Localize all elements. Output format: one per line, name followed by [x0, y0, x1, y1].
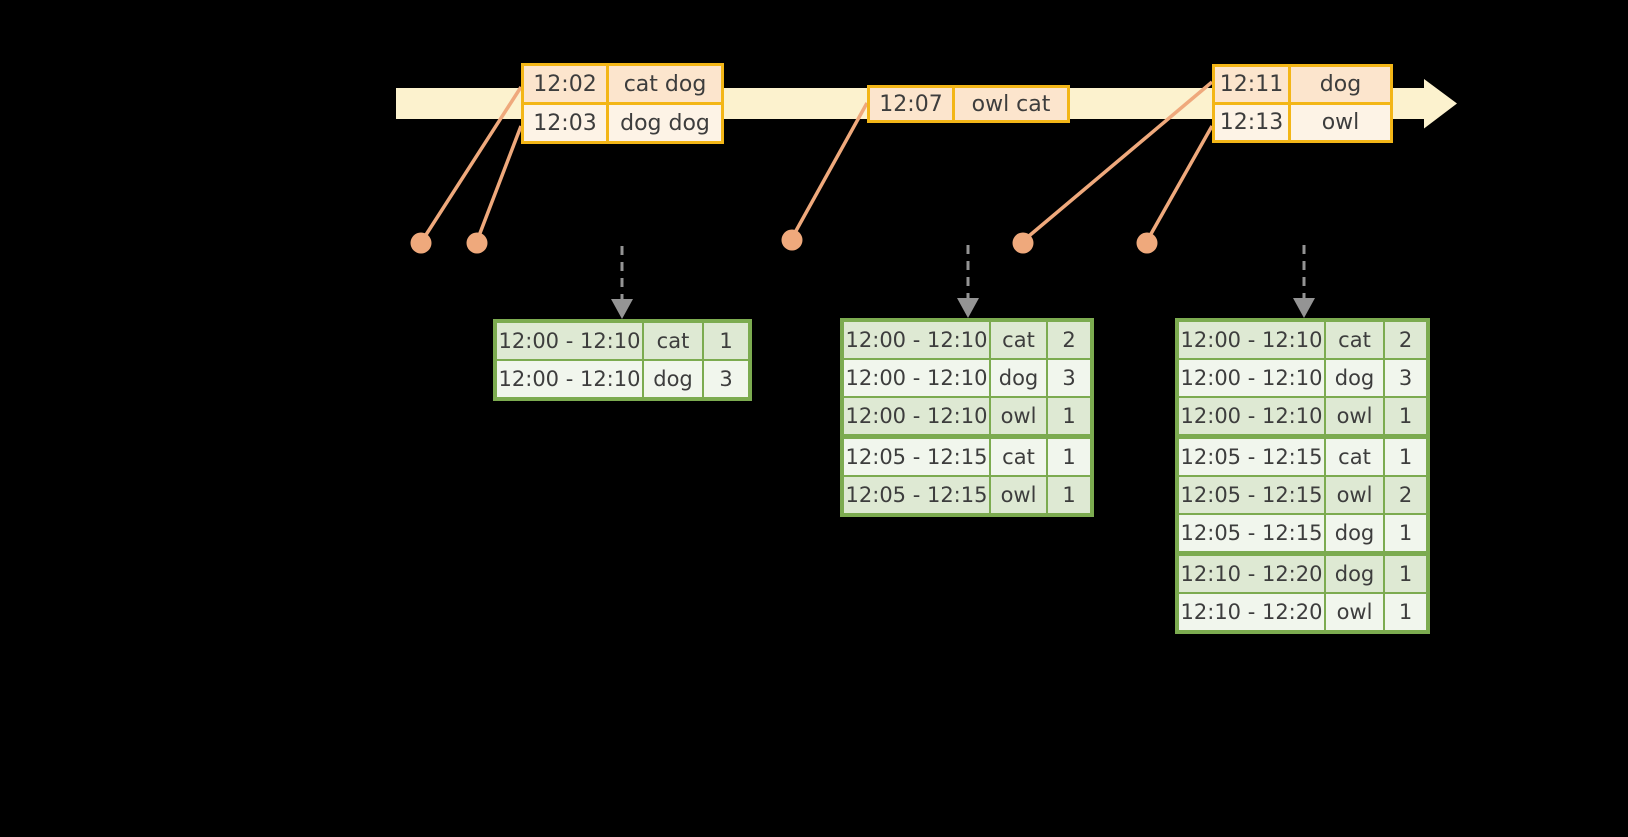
event-words-cell: owl [1291, 105, 1390, 140]
event-words-cell: cat dog [609, 66, 721, 102]
event-words-cell: owl cat [955, 88, 1067, 120]
count-cell: 2 [1385, 477, 1426, 513]
event-dot [466, 232, 488, 254]
count-cell: 3 [1385, 360, 1426, 396]
count-cell: 3 [1048, 360, 1090, 396]
count-cell: 2 [1385, 322, 1426, 358]
window-cell: 12:05 - 12:15 [844, 477, 989, 513]
window-cell: 12:00 - 12:10 [1179, 322, 1324, 358]
count-cell: 1 [1385, 594, 1426, 630]
event-time-cell: 12:07 [870, 88, 952, 120]
event-time-cell: 12:03 [524, 105, 606, 141]
window-cell: 12:00 - 12:10 [844, 398, 989, 434]
window-cell: 12:10 - 12:20 [1179, 594, 1324, 630]
window-cell: 12:00 - 12:10 [497, 323, 642, 359]
word-cell: cat [1326, 439, 1383, 475]
trigger-arrow [957, 245, 979, 318]
trigger-arrow [611, 246, 633, 319]
event-words-cell: dog [1291, 67, 1390, 102]
word-cell: cat [991, 322, 1046, 358]
event-dot [410, 232, 432, 254]
count-cell: 1 [1385, 398, 1426, 434]
count-cell: 1 [1048, 477, 1090, 513]
event-leader-line [790, 102, 869, 239]
event-dot [1012, 232, 1034, 254]
word-cell: dog [991, 360, 1046, 396]
count-cell: 1 [704, 323, 748, 359]
window-cell: 12:00 - 12:10 [497, 361, 642, 397]
window-cell: 12:00 - 12:10 [844, 360, 989, 396]
window-cell: 12:00 - 12:10 [1179, 398, 1324, 434]
word-cell: cat [991, 439, 1046, 475]
window-cell: 12:00 - 12:10 [844, 322, 989, 358]
word-cell: dog [1326, 360, 1383, 396]
event-leader-line [420, 86, 523, 242]
word-cell: owl [991, 477, 1046, 513]
count-cell: 2 [1048, 322, 1090, 358]
count-cell: 1 [1385, 439, 1426, 475]
window-cell: 12:05 - 12:15 [844, 439, 989, 475]
word-cell: cat [644, 323, 702, 359]
word-cell: owl [991, 398, 1046, 434]
event-leader-line [1021, 80, 1214, 243]
window-cell: 12:00 - 12:10 [1179, 360, 1324, 396]
window-cell: 12:10 - 12:20 [1179, 556, 1324, 592]
count-cell: 1 [1048, 439, 1090, 475]
event-time-cell: 12:11 [1215, 67, 1288, 102]
window-cell: 12:05 - 12:15 [1179, 515, 1324, 551]
word-cell: dog [1326, 515, 1383, 551]
word-cell: owl [1326, 477, 1383, 513]
event-time-cell: 12:13 [1215, 105, 1288, 140]
word-cell: dog [1326, 556, 1383, 592]
window-cell: 12:05 - 12:15 [1179, 477, 1324, 513]
event-leader-line [1145, 125, 1214, 242]
count-cell: 3 [704, 361, 748, 397]
word-cell: owl [1326, 398, 1383, 434]
event-dot [781, 229, 803, 251]
event-words-cell: dog dog [609, 105, 721, 141]
word-cell: owl [1326, 594, 1383, 630]
count-cell: 1 [1385, 515, 1426, 551]
window-cell: 12:05 - 12:15 [1179, 439, 1324, 475]
event-time-cell: 12:02 [524, 66, 606, 102]
word-cell: dog [644, 361, 702, 397]
count-cell: 1 [1385, 556, 1426, 592]
word-cell: cat [1326, 322, 1383, 358]
event-dot [1136, 232, 1158, 254]
trigger-arrow [1293, 245, 1315, 318]
event-leader-line [475, 125, 523, 242]
count-cell: 1 [1048, 398, 1090, 434]
